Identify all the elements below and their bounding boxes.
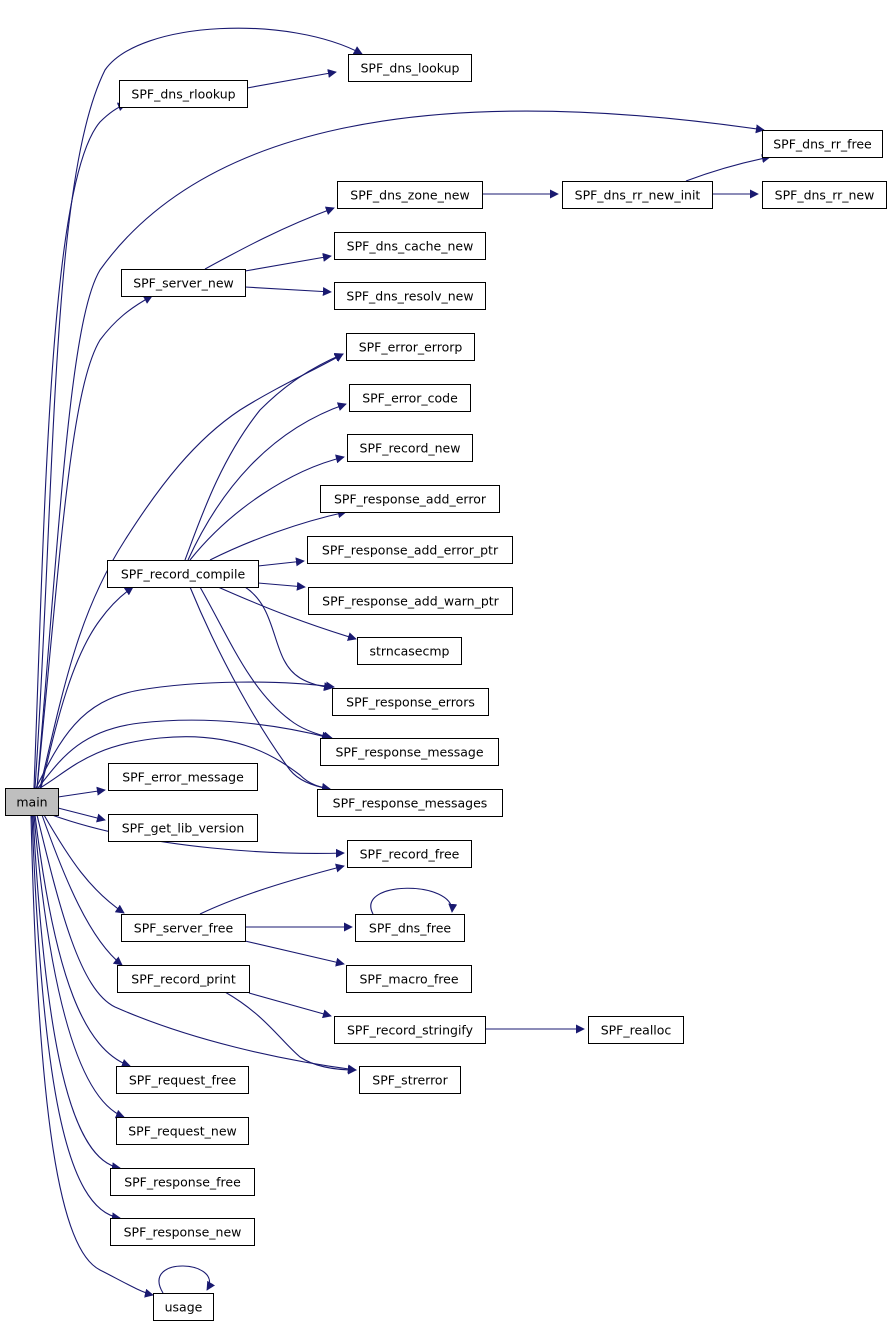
function-nodes: main SPF_dns_lookupSPF_dns_rlookupSPF_dns… (6, 55, 887, 1321)
node-label: SPF_dns_zone_new (350, 188, 469, 203)
node-label: SPF_error_code (362, 391, 458, 406)
node-label: SPF_record_print (131, 972, 236, 987)
node-label: SPF_dns_rr_new_init (575, 188, 701, 203)
node-label: SPF_error_message (122, 770, 244, 785)
edge-usage-to-usage (159, 1266, 210, 1293)
node-record-compile[interactable]: SPF_record_compile (108, 561, 259, 588)
node-dns-free[interactable]: SPF_dns_free (356, 915, 465, 942)
node-label: SPF_get_lib_version (122, 821, 245, 836)
edge-main-to-response-new (32, 815, 120, 1218)
edge-server-new-to-dns-resolv-new (245, 287, 331, 292)
node-request-new[interactable]: SPF_request_new (117, 1118, 249, 1145)
edge-record-compile-to-response-add-error-ptr (258, 561, 304, 566)
node-response-free[interactable]: SPF_response_free (111, 1169, 255, 1196)
node-main[interactable]: main (6, 789, 59, 816)
node-dns-zone-new[interactable]: SPF_dns_zone_new (338, 182, 483, 209)
edge-server-free-to-record-free (200, 866, 344, 914)
edge-server-new-to-dns-cache-new (245, 256, 331, 271)
edge-record-print-to-record-stringify (249, 993, 331, 1016)
edge-dns-rr-new-init-to-dns-rr-free (686, 157, 770, 181)
edge-server-free-to-macro-free (245, 941, 344, 964)
edge-main-to-dns-lookup (35, 28, 362, 788)
node-record-new[interactable]: SPF_record_new (348, 435, 473, 462)
node-response-add-error-ptr[interactable]: SPF_response_add_error_ptr (308, 537, 513, 564)
node-error-message[interactable]: SPF_error_message (109, 764, 258, 791)
node-label: SPF_dns_lookup (360, 61, 459, 76)
node-label: SPF_realloc (601, 1023, 672, 1038)
node-dns-rr-new[interactable]: SPF_dns_rr_new (763, 182, 887, 209)
node-dns-rr-new-init[interactable]: SPF_dns_rr_new_init (563, 182, 713, 209)
node-error-code[interactable]: SPF_error_code (350, 385, 471, 412)
node-strerror[interactable]: SPF_strerror (360, 1067, 461, 1094)
node-label: SPF_dns_rr_free (773, 137, 872, 152)
node-label: SPF_dns_rr_new (775, 188, 875, 203)
node-response-add-warn-ptr[interactable]: SPF_response_add_warn_ptr (309, 588, 513, 615)
node-label: SPF_server_free (134, 921, 234, 936)
node-usage[interactable]: usage (154, 1294, 214, 1321)
node-label: SPF_macro_free (359, 972, 458, 987)
node-error-errorp[interactable]: SPF_error_errorp (347, 334, 475, 361)
node-label: main (16, 795, 47, 810)
node-dns-rr-free[interactable]: SPF_dns_rr_free (763, 131, 883, 158)
node-record-stringify[interactable]: SPF_record_stringify (335, 1017, 486, 1044)
node-label: SPF_dns_cache_new (347, 239, 474, 254)
node-label: SPF_response_free (124, 1175, 241, 1190)
node-dns-lookup[interactable]: SPF_dns_lookup (349, 55, 472, 82)
node-label: SPF_record_free (360, 847, 460, 862)
node-request-free[interactable]: SPF_request_free (117, 1067, 249, 1094)
node-label: SPF_strerror (372, 1073, 448, 1088)
node-label: SPF_response_add_warn_ptr (322, 594, 500, 609)
edge-main-to-response-free (33, 815, 120, 1168)
node-label: SPF_server_new (133, 276, 234, 291)
node-label: SPF_dns_resolv_new (346, 289, 473, 304)
edge-main-to-server-new (37, 296, 152, 788)
node-label: SPF_record_compile (121, 567, 246, 582)
edge-dns-free-to-dns-free (371, 888, 452, 914)
node-realloc[interactable]: SPF_realloc (589, 1017, 684, 1044)
edge-main-to-get-lib-version (58, 808, 105, 820)
node-response-messages[interactable]: SPF_response_messages (318, 790, 503, 817)
node-label: SPF_response_add_error (334, 492, 487, 507)
edge-record-compile-to-error-errorp (185, 354, 343, 560)
node-dns-cache-new[interactable]: SPF_dns_cache_new (335, 233, 486, 260)
node-label: SPF_response_add_error_ptr (322, 543, 499, 558)
node-response-add-error[interactable]: SPF_response_add_error (321, 486, 500, 513)
edge-dns-rlookup-to-dns-lookup (247, 72, 336, 88)
node-label: SPF_record_new (360, 441, 461, 456)
node-macro-free[interactable]: SPF_macro_free (347, 966, 472, 993)
node-response-new[interactable]: SPF_response_new (111, 1219, 255, 1246)
node-server-free[interactable]: SPF_server_free (122, 915, 246, 942)
node-dns-resolv-new[interactable]: SPF_dns_resolv_new (335, 283, 486, 310)
node-response-errors[interactable]: SPF_response_errors (333, 689, 489, 716)
node-response-message[interactable]: SPF_response_message (321, 739, 499, 766)
node-get-lib-version[interactable]: SPF_get_lib_version (109, 815, 258, 842)
edge-record-compile-to-response-add-warn-ptr (258, 583, 305, 587)
node-record-print[interactable]: SPF_record_print (118, 966, 250, 993)
node-label: SPF_dns_free (369, 921, 451, 936)
node-strncasecmp[interactable]: strncasecmp (358, 638, 462, 665)
edge-main-to-request-new (34, 815, 124, 1117)
node-label: SPF_response_message (335, 745, 483, 760)
node-label: usage (165, 1300, 203, 1315)
node-label: SPF_response_messages (333, 796, 488, 811)
node-label: strncasecmp (370, 644, 450, 659)
edge-main-to-error-message (58, 790, 105, 797)
node-label: SPF_dns_rlookup (131, 87, 235, 102)
node-dns-rlookup[interactable]: SPF_dns_rlookup (120, 81, 248, 108)
node-record-free[interactable]: SPF_record_free (348, 841, 472, 868)
node-label: SPF_response_new (124, 1225, 242, 1240)
node-label: SPF_response_errors (346, 695, 475, 710)
node-label: SPF_error_errorp (359, 340, 463, 355)
node-server-new[interactable]: SPF_server_new (122, 270, 246, 297)
edge-record-compile-to-response-messages (190, 587, 330, 789)
edge-main-to-dns-rlookup (34, 104, 126, 788)
node-label: SPF_request_free (129, 1073, 237, 1088)
node-label: SPF_request_new (128, 1124, 237, 1139)
edge-server-new-to-dns-zone-new (205, 208, 334, 269)
node-label: SPF_record_stringify (347, 1023, 474, 1038)
